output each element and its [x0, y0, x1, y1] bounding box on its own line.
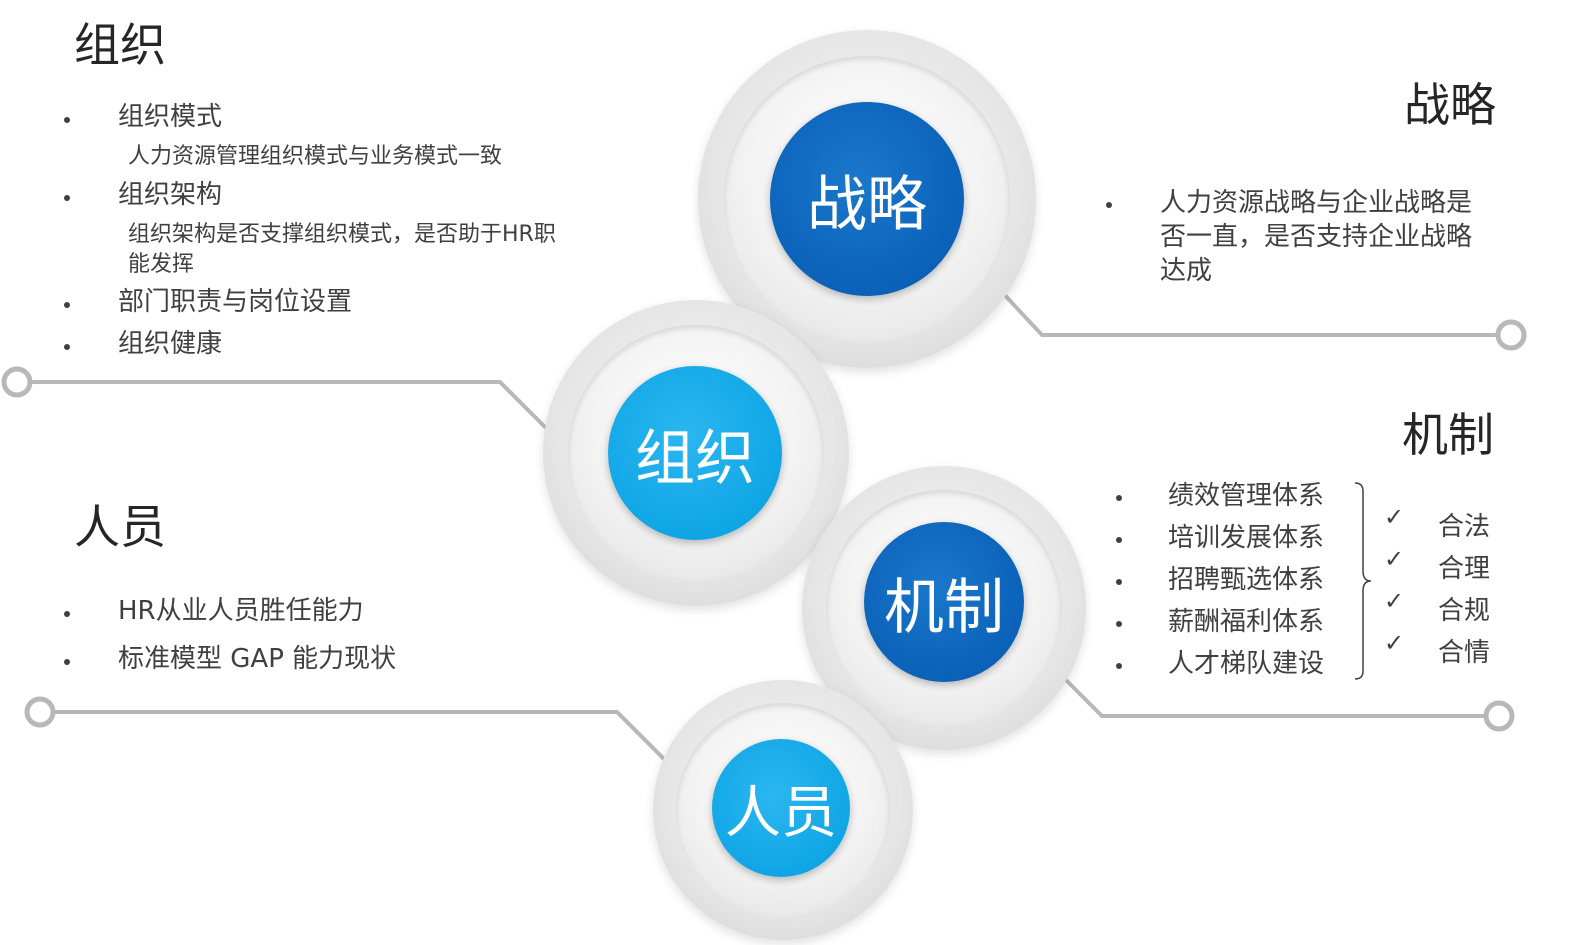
bullet	[64, 344, 70, 350]
connector-end-people	[24, 696, 56, 728]
connector-mechanism	[1060, 674, 1486, 718]
org-item-2-sub-line-2: 能发挥	[128, 252, 195, 277]
people-item-2: 标准模型 GAP 能力现状	[118, 644, 397, 674]
checkmark-icon: ✓	[1384, 629, 1405, 657]
hub-mechanism-label: 机制	[864, 522, 1024, 682]
connector-people	[54, 710, 667, 762]
check-label-3: 合规	[1438, 596, 1491, 626]
connector-end-mechanism	[1483, 700, 1515, 732]
bullet	[64, 659, 70, 665]
mech-item-4: 薪酬福利体系	[1168, 607, 1325, 637]
check-label-1: 合法	[1438, 512, 1491, 542]
strategy-line-2: 否一直，是否支持企业战略	[1160, 222, 1473, 252]
bullet	[64, 611, 70, 617]
org-item-1: 组织模式	[118, 102, 223, 132]
hub-organization-label: 组织	[608, 366, 782, 540]
mech-item-1: 绩效管理体系	[1168, 481, 1325, 511]
people-item-1: HR从业人员胜任能力	[118, 596, 364, 626]
bullet	[1116, 537, 1122, 543]
strategy-description: 人力资源战略与企业战略是 否一直，是否支持企业战略 达成	[1160, 186, 1472, 288]
mech-item-5: 人才梯队建设	[1168, 649, 1325, 679]
people-heading: 人员	[74, 500, 166, 554]
bullet	[1116, 495, 1122, 501]
org-item-2: 组织架构	[118, 180, 223, 210]
bullet	[1106, 202, 1112, 208]
connector-end-organization	[1, 366, 33, 398]
bullet	[1116, 621, 1122, 627]
strategy-line-3: 达成	[1160, 256, 1213, 286]
check-label-4: 合情	[1438, 638, 1491, 668]
org-item-2-sub-line-1: 组织架构是否支撑组织模式，是否助于HR职	[128, 222, 556, 247]
org-item-1-sub: 人力资源管理组织模式与业务模式一致	[128, 144, 503, 169]
bullet	[64, 195, 70, 201]
bullet	[1116, 579, 1122, 585]
bullet	[64, 302, 70, 308]
bullet	[1116, 663, 1122, 669]
mech-item-3: 招聘甄选体系	[1168, 565, 1325, 595]
hub-strategy-label: 战略	[770, 102, 964, 296]
organization-heading: 组织	[74, 18, 166, 72]
check-label-2: 合理	[1438, 554, 1491, 584]
org-item-4: 组织健康	[118, 329, 223, 359]
org-item-3: 部门职责与岗位设置	[118, 287, 353, 317]
checkmark-icon: ✓	[1384, 503, 1405, 531]
bullet	[64, 117, 70, 123]
strategy-line-1: 人力资源战略与企业战略是	[1160, 188, 1473, 218]
connector-organization	[32, 380, 550, 432]
checkmark-icon: ✓	[1384, 587, 1405, 615]
checkmark-icon: ✓	[1384, 545, 1405, 573]
mech-item-2: 培训发展体系	[1168, 523, 1325, 553]
connector-strategy	[998, 288, 1498, 337]
mechanism-heading: 机制	[1402, 408, 1494, 462]
connector-end-strategy	[1495, 319, 1527, 351]
hub-people-label: 人员	[712, 739, 850, 877]
bracket-right	[1354, 482, 1372, 680]
strategy-heading: 战略	[1404, 78, 1496, 132]
